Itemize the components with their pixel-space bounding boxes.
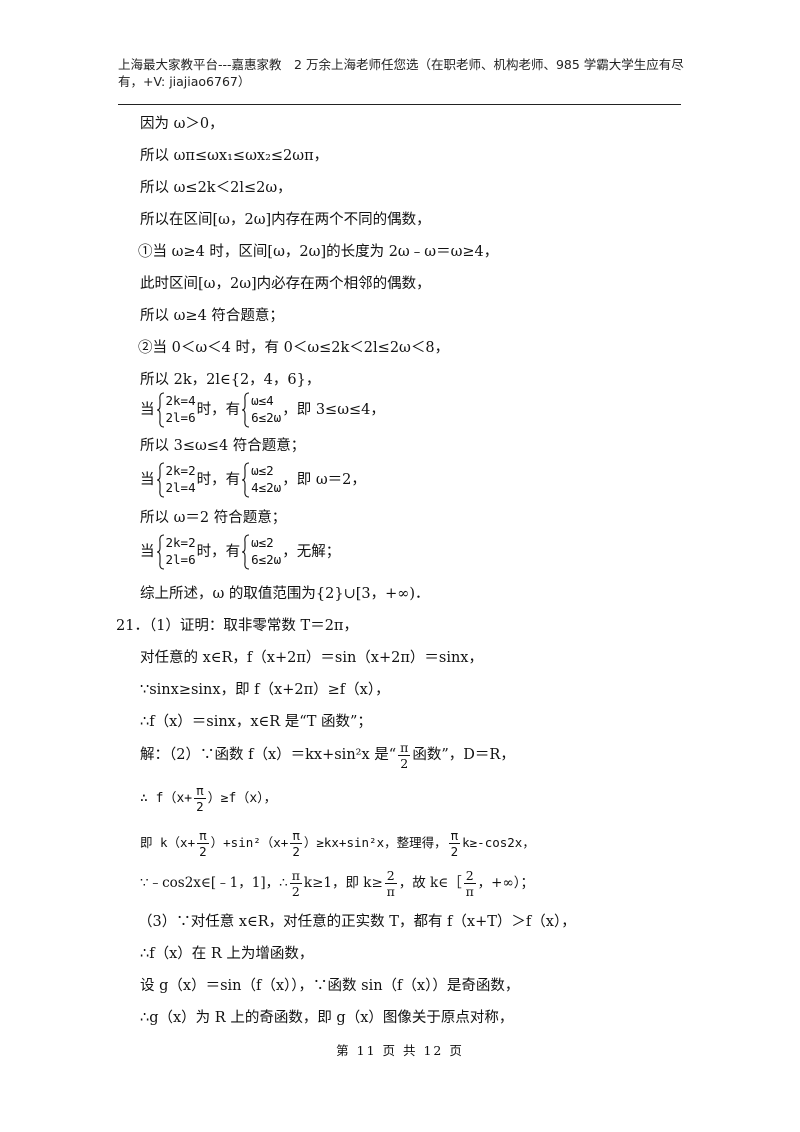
text-line: （3）∵对任意 x∈R，对任意的正实数 T，都有 f（x+T）＞f（x）， xyxy=(138,914,576,930)
text: ）≥f（x）， xyxy=(207,791,277,806)
numerator: π xyxy=(289,868,302,884)
text: ，+∞）； xyxy=(477,875,534,891)
ineq: 4≤2ω xyxy=(251,480,282,495)
numerator: π xyxy=(194,783,206,799)
numerator: π xyxy=(290,828,302,844)
text-line: 此时区间[ω，2ω]内必存在两个相邻的偶数， xyxy=(140,276,431,292)
text-line: 设 g（x）＝sin（f（x）），∵函数 sin（f（x））是奇函数， xyxy=(140,978,520,994)
text: ，即 3≤ω≤4， xyxy=(282,402,385,418)
denominator: 2 xyxy=(199,844,207,859)
text: ）≥kx+sin²x，整理得， xyxy=(303,835,447,850)
text-line: 所以 ω≤2k＜2l≤2ω， xyxy=(140,180,292,196)
numerator: π xyxy=(448,828,461,844)
numerator: π xyxy=(197,828,209,844)
text-line: ②当 0＜ω＜4 时，有 0＜ω≤2k＜2l≤2ω＜8， xyxy=(138,340,450,356)
text: 当 xyxy=(140,472,155,488)
numerator: π xyxy=(398,739,411,756)
eq: 2k=2 xyxy=(165,463,196,478)
text: ，即 ω＝2， xyxy=(282,472,366,488)
ineq: 6≤2ω xyxy=(251,410,282,425)
brace-icon xyxy=(242,534,250,570)
ineq: ω≤2 xyxy=(251,535,274,550)
header-rule xyxy=(118,104,681,105)
text: 时，有 xyxy=(196,544,241,560)
brace-icon xyxy=(242,392,250,428)
text: 时，有 xyxy=(196,402,241,418)
text: ，故 k∈［ xyxy=(398,875,462,891)
text-line: 对任意的 x∈R，f（x+2π）＝sin（x+2π）＝sinx， xyxy=(140,650,483,666)
eq: 2l=6 xyxy=(165,552,196,567)
text-line: 因为 ω＞0， xyxy=(140,116,224,132)
text-line: 所以 2k，2l∈{2，4，6}， xyxy=(140,372,321,388)
text: 当 xyxy=(140,402,155,418)
brace-icon xyxy=(156,462,164,498)
page-header: 上海最大家教平台---嘉惠家教 2 万余上海老师任您选（在职老师、机构老师、98… xyxy=(118,57,684,89)
page-footer: 第 11 页 共 12 页 xyxy=(336,1043,464,1058)
text: 函数”，D＝R， xyxy=(412,747,515,763)
brace-icon xyxy=(156,392,164,428)
text: ）+sin²（x+ xyxy=(210,835,289,850)
eq: 2l=6 xyxy=(165,410,196,425)
system-brace: 2k=2 2l=6 xyxy=(156,534,196,570)
ineq: 6≤2ω xyxy=(251,552,282,567)
system-brace: 2k=2 2l=4 xyxy=(156,462,196,498)
text: 时，有 xyxy=(196,472,241,488)
system-brace: ω≤2 4≤2ω xyxy=(241,462,281,498)
eq: 2k=2 xyxy=(165,535,196,550)
text: 当 xyxy=(140,544,155,560)
ineq: ω≤2 xyxy=(251,463,274,478)
text-line: ∵sinx≥sinx，即 f（x+2π）≥f（x）， xyxy=(140,682,390,698)
text: k≥1，即 k≥ xyxy=(303,875,383,891)
system-brace: ω≤2 6≤2ω xyxy=(241,534,281,570)
text-line: 所以 ωπ≤ωx₁≤ωx₂≤2ωπ， xyxy=(140,148,329,164)
text: ，无解； xyxy=(282,544,341,560)
brace-icon xyxy=(156,534,164,570)
text-line: 所以在区间[ω，2ω]内存在两个不同的偶数， xyxy=(140,212,431,228)
text: ∵﹣cos2x∈[﹣1，1]，∴ xyxy=(140,875,288,891)
text-line: ∴f（x）在 R 上为增函数， xyxy=(140,946,314,962)
text-line: ∴g（x）为 R 上的奇函数，即 g（x）图像关于原点对称， xyxy=(140,1010,514,1026)
denominator: 2 xyxy=(450,844,459,859)
numerator: 2 xyxy=(463,868,476,884)
text: ∴ f（x+ xyxy=(140,791,193,806)
text: 即 k（x+ xyxy=(140,835,196,850)
eq: 2k=4 xyxy=(165,393,196,408)
denominator: 2 xyxy=(400,755,409,771)
text: k≥-cos2x， xyxy=(462,835,535,850)
denominator: 2 xyxy=(291,884,300,899)
ineq: ω≤4 xyxy=(251,393,274,408)
text-line: 综上所述，ω 的取值范围为{2}∪[3，+∞)． xyxy=(140,586,430,602)
text-line: 所以 ω≥4 符合题意； xyxy=(140,308,284,324)
denominator: π xyxy=(386,884,395,899)
denominator: 2 xyxy=(196,799,204,814)
system-brace: ω≤4 6≤2ω xyxy=(241,392,281,428)
text-line: 21．（1）证明：取非零常数 T＝2π， xyxy=(116,618,358,634)
text-line: 所以 ω＝2 符合题意； xyxy=(140,510,287,526)
eq: 2l=4 xyxy=(165,480,196,495)
denominator: 2 xyxy=(292,844,300,859)
text: 解：（2）∵函数 f（x）＝kx+sin²x 是“ xyxy=(140,747,397,763)
denominator: π xyxy=(465,884,474,899)
text-line: ①当 ω≥4 时，区间[ω，2ω]的长度为 2ω﹣ω＝ω≥4， xyxy=(138,244,499,260)
text-line: ∴f（x）＝sinx，x∈R 是“T 函数”； xyxy=(140,714,372,730)
system-brace: 2k=4 2l=6 xyxy=(156,392,196,428)
numerator: 2 xyxy=(384,868,397,884)
brace-icon xyxy=(242,462,250,498)
text-line: 所以 3≤ω≤4 符合题意； xyxy=(140,438,306,454)
